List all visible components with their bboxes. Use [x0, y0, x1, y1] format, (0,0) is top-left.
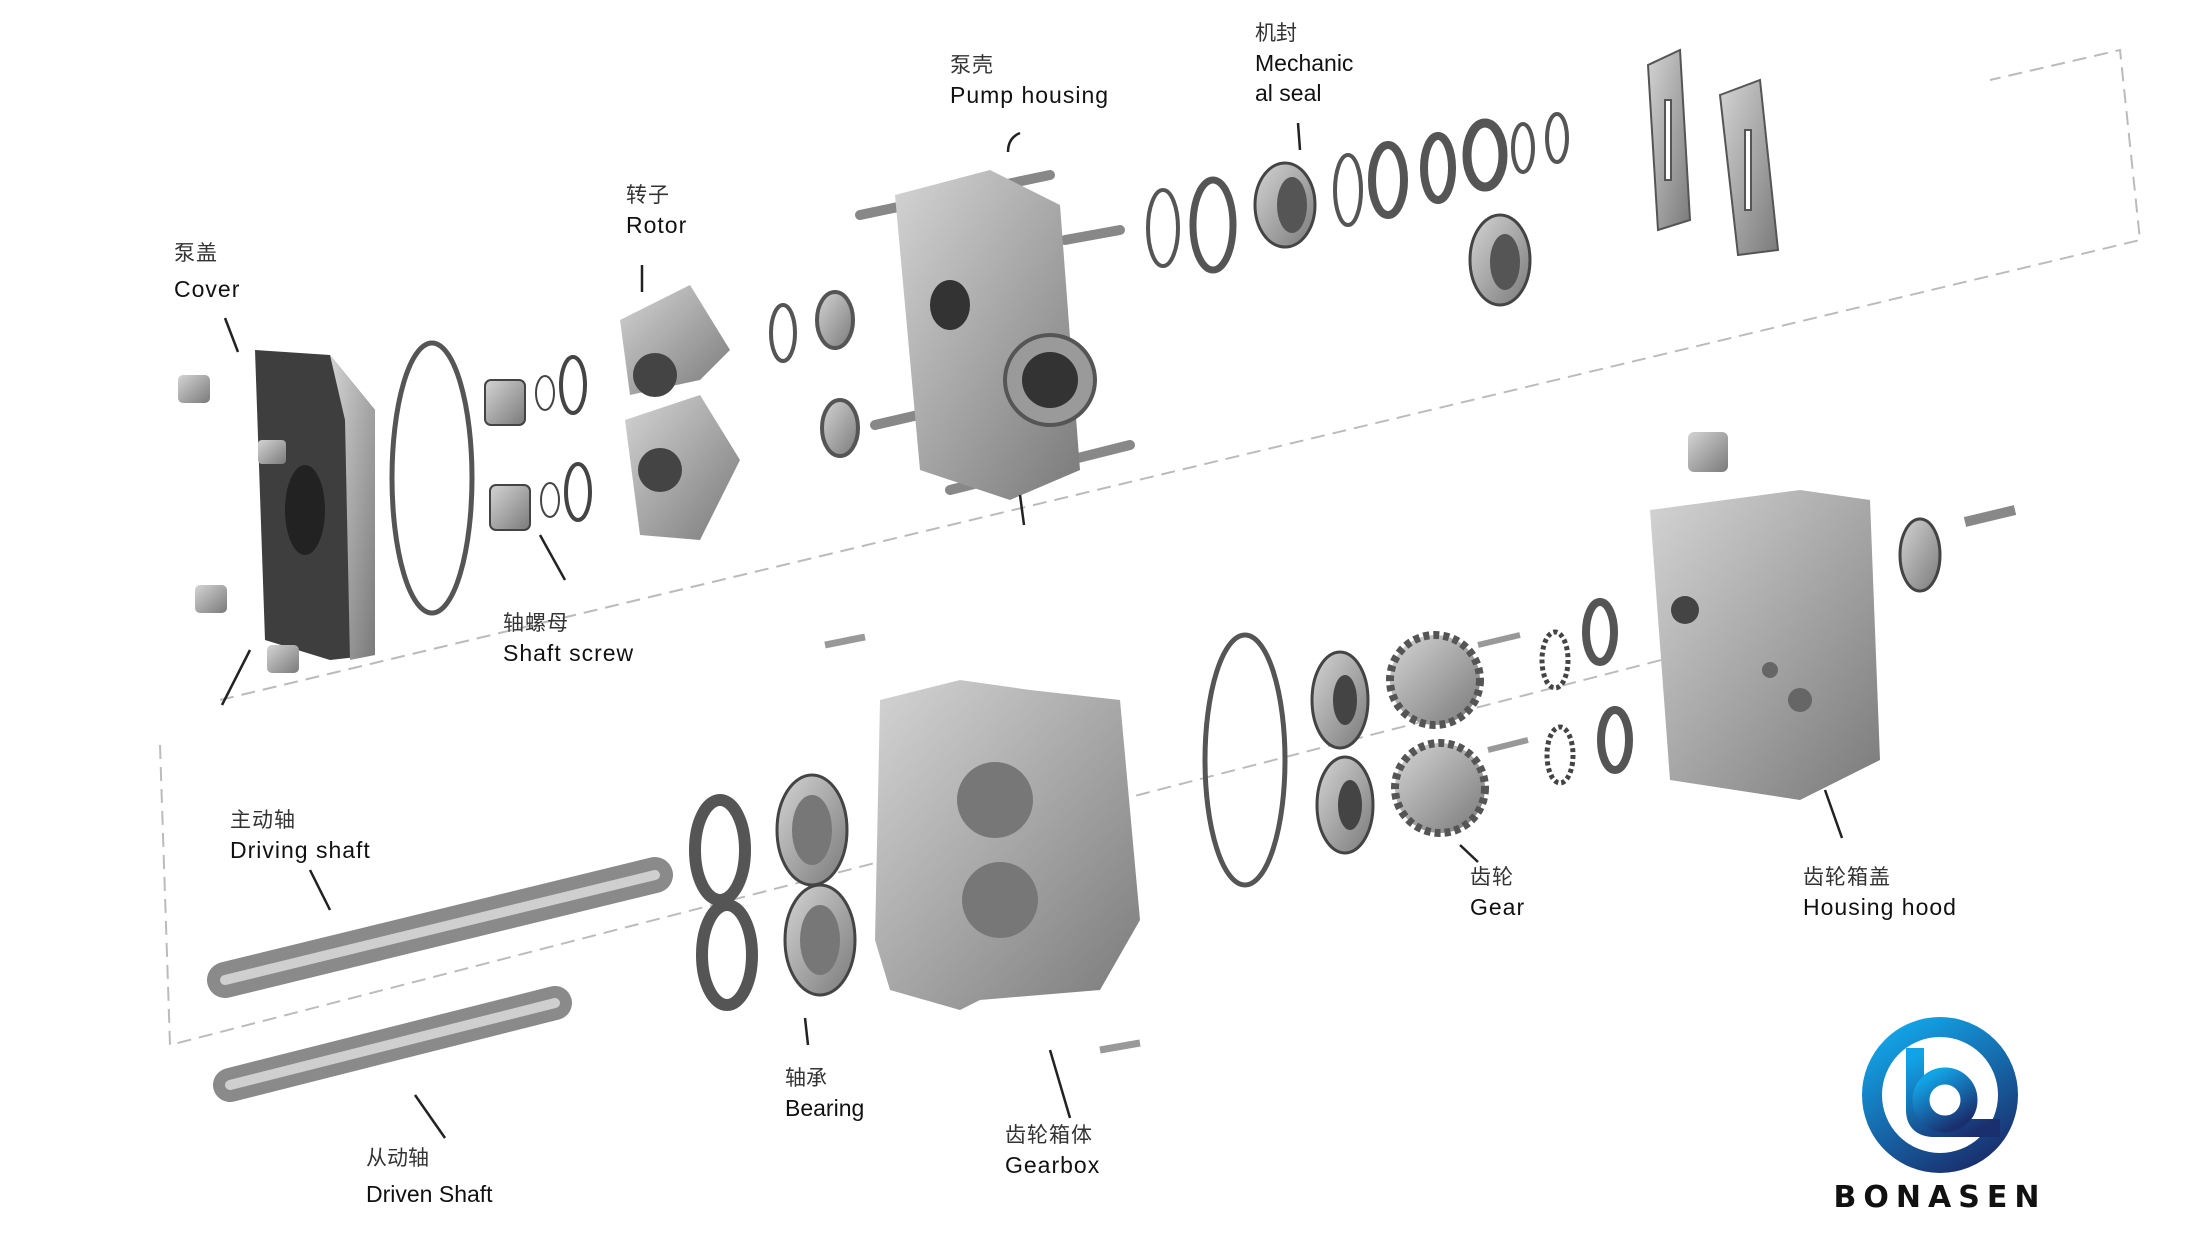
- label-cn: 轴螺母: [503, 611, 569, 635]
- label-cover: 泵盖 Cover: [174, 238, 240, 304]
- label-en: Pump housing: [950, 82, 1110, 108]
- label-en: Shaft screw: [503, 640, 635, 666]
- label-cn: 泵盖: [174, 241, 218, 265]
- label-en-line1: Mechanic: [1255, 50, 1354, 76]
- label-cn: 齿轮箱体: [1005, 1123, 1093, 1147]
- seal-rings: [769, 112, 1569, 458]
- label-cn: 齿轮: [1470, 865, 1514, 889]
- label-cn: 从动轴: [366, 1146, 429, 1170]
- label-shaft-screw: 轴螺母 Shaft screw: [503, 608, 634, 668]
- label-housing-hood: 齿轮箱盖 Housing hood: [1803, 862, 1957, 922]
- leader-lines: [220, 122, 1844, 1139]
- shaft-parts: [207, 857, 673, 1102]
- label-en: Rotor: [626, 212, 688, 238]
- cover-part: [178, 350, 375, 673]
- label-en-line2: al seal: [1255, 80, 1322, 106]
- label-en: Gearbox: [1005, 1152, 1101, 1178]
- pump-housing-part: [855, 170, 1135, 500]
- gearbox-o-ring: [1202, 632, 1288, 888]
- o-ring: [389, 340, 475, 616]
- label-en: Driving shaft: [230, 837, 371, 863]
- label-gear: 齿轮 Gear: [1470, 862, 1525, 922]
- mechanical-seal-part: [1253, 161, 1532, 307]
- brand-name: BONASEN: [1833, 1180, 2047, 1215]
- bearing-part: [689, 773, 857, 1011]
- bonasen-logo: [1862, 1017, 2018, 1173]
- rotor-part: [620, 285, 740, 540]
- label-driving-shaft: 主动轴 Driving shaft: [230, 805, 371, 865]
- bracket-plates: [1646, 48, 1780, 257]
- assembly-guide-lines: [159, 48, 2142, 1047]
- label-gearbox: 齿轮箱体 Gearbox: [1005, 1120, 1100, 1180]
- label-driven-shaft: 从动轴 Driven Shaft: [366, 1143, 493, 1209]
- label-cn: 泵壳: [950, 53, 994, 77]
- label-en: Bearing: [785, 1095, 865, 1121]
- gearbox-part: [824, 633, 1141, 1054]
- label-en: Gear: [1470, 894, 1526, 920]
- label-cn: 转子: [626, 183, 670, 207]
- shaft-screw-part: [484, 355, 592, 531]
- label-cn: 轴承: [785, 1066, 827, 1090]
- label-en: Housing hood: [1803, 894, 1957, 920]
- gear-part: [1310, 598, 1633, 855]
- label-cn: 主动轴: [230, 808, 296, 832]
- label-cn: 齿轮箱盖: [1803, 865, 1891, 889]
- label-mechanical-seal: 机封 Mechanic al seal: [1255, 18, 1353, 108]
- label-rotor: 转子 Rotor: [626, 180, 687, 240]
- label-en: Cover: [174, 276, 241, 302]
- housing-hood-part: [1650, 432, 2017, 800]
- label-en: Driven Shaft: [366, 1181, 493, 1207]
- label-bearing: 轴承 Bearing: [785, 1063, 864, 1123]
- label-cn: 机封: [1255, 21, 1297, 45]
- label-pump-housing: 泵壳 Pump housing: [950, 50, 1109, 110]
